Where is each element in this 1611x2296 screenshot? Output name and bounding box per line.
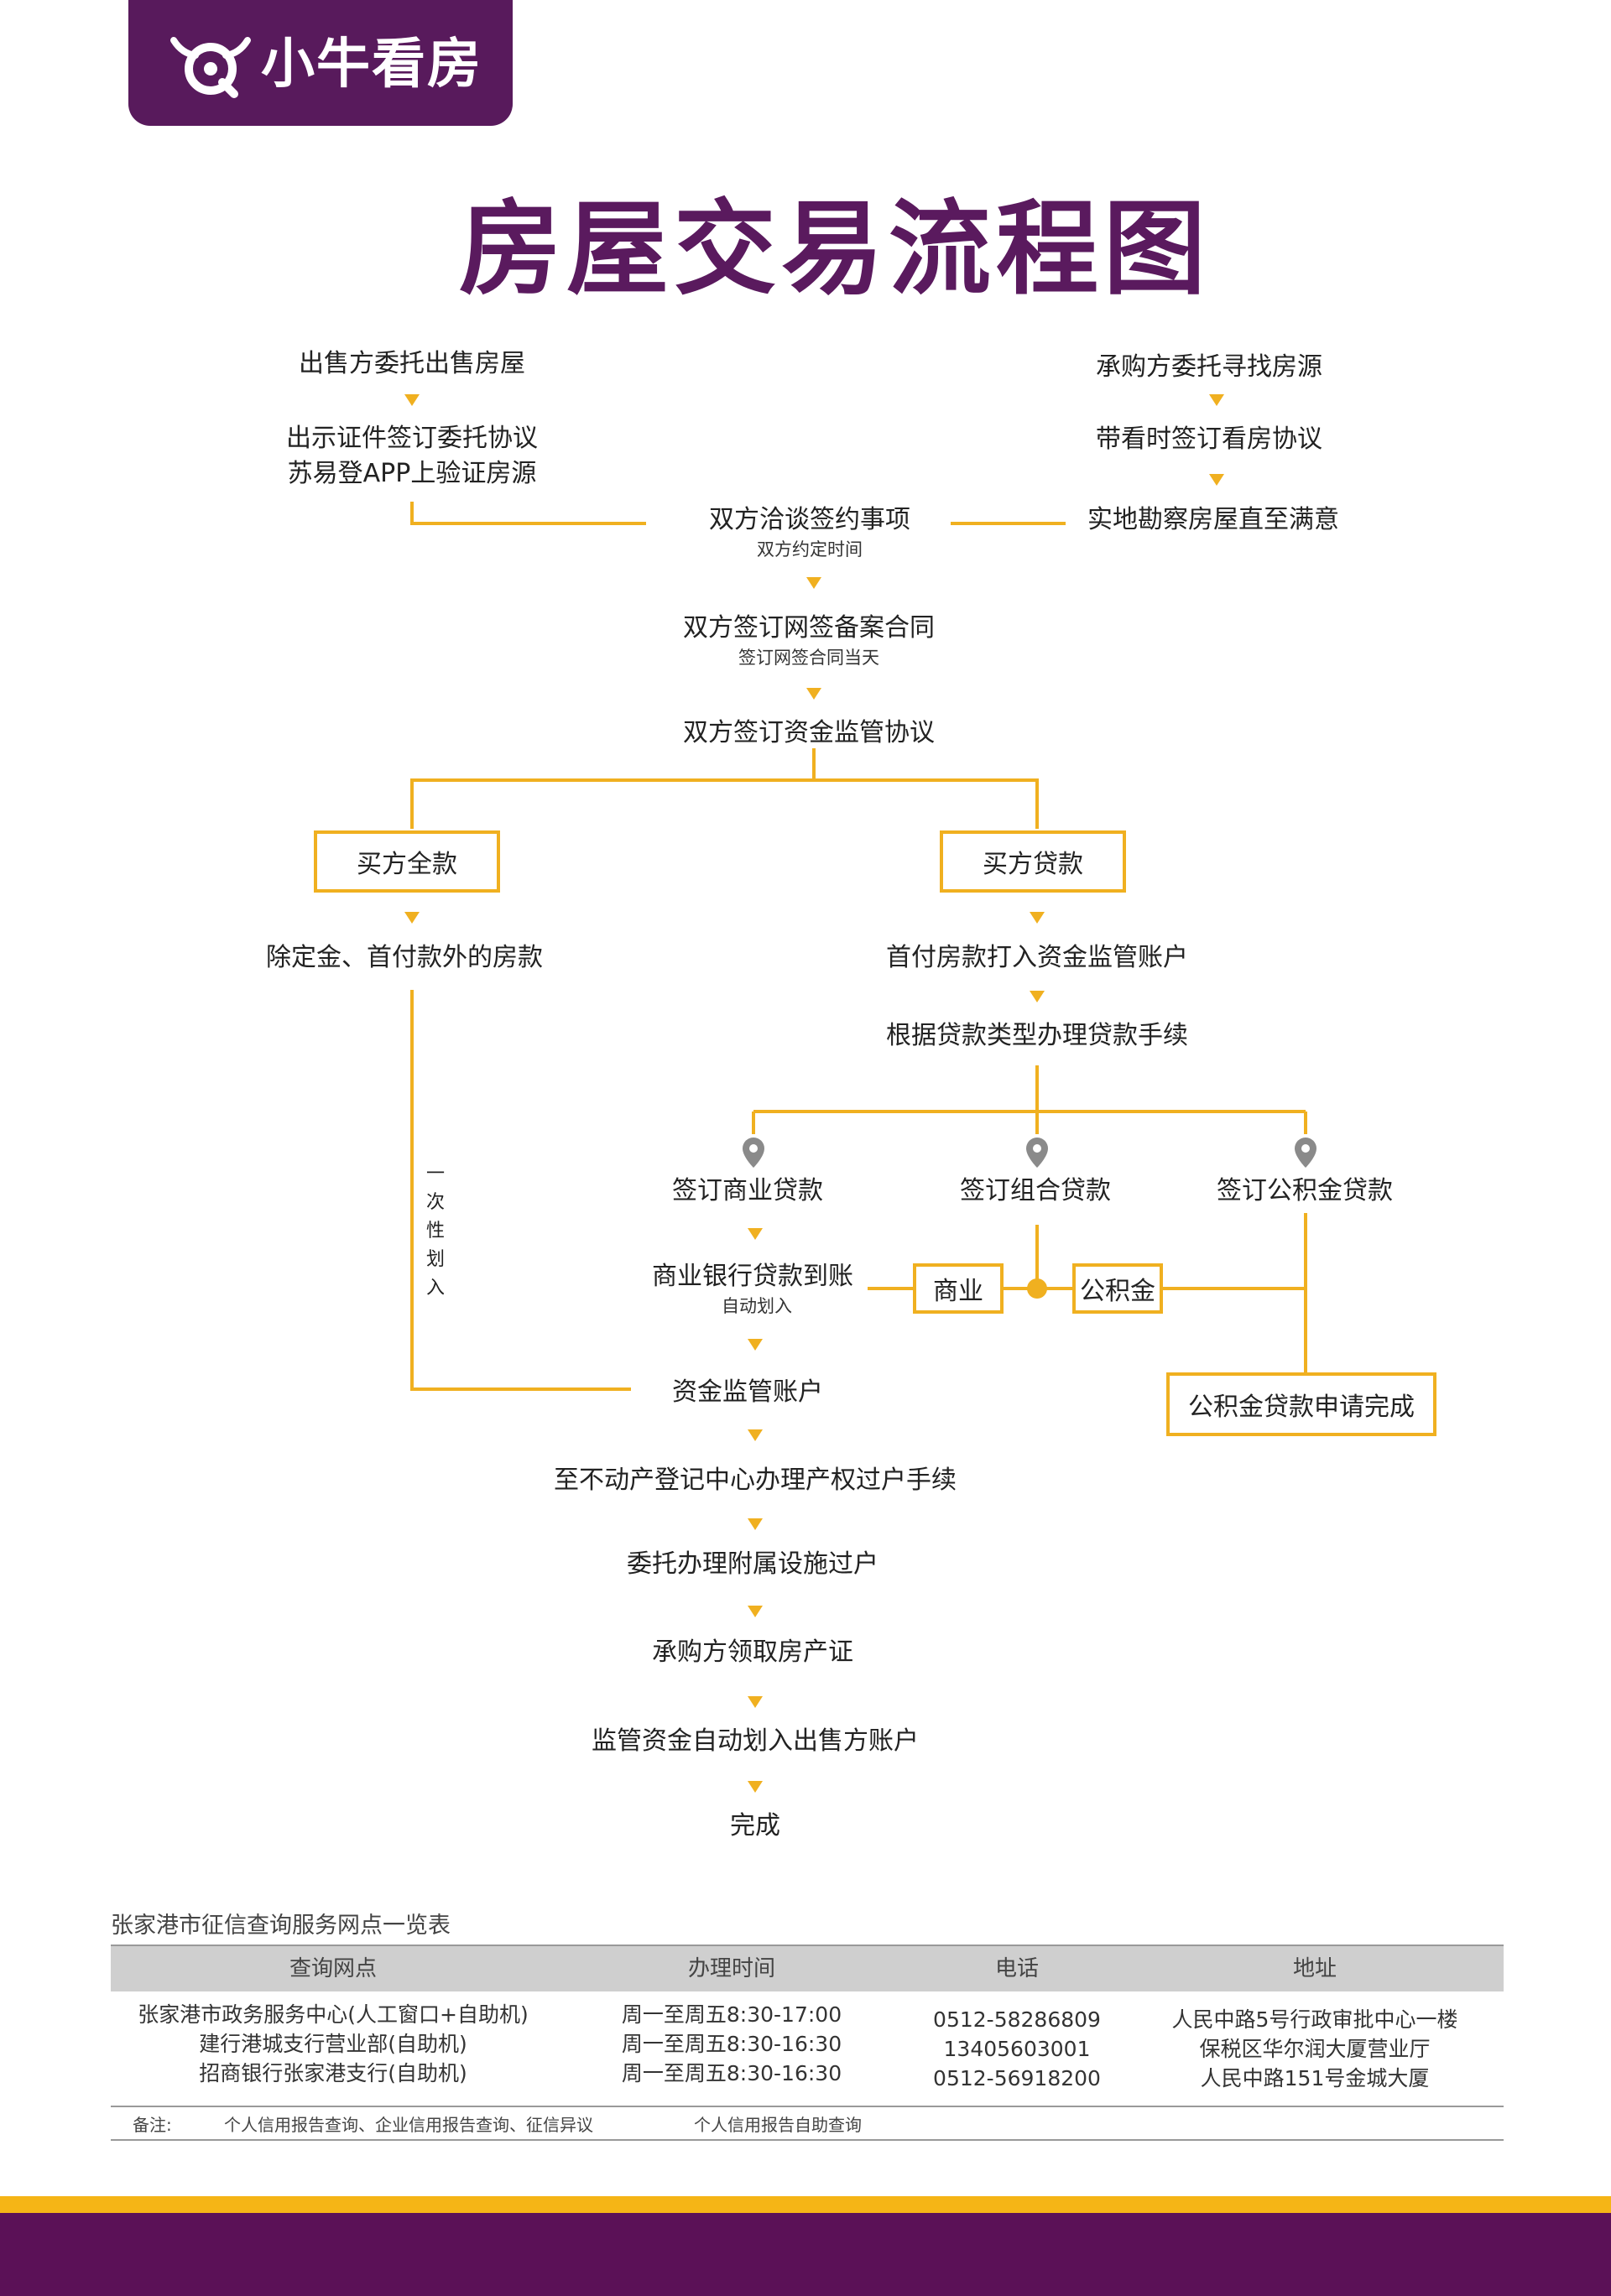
table-header: 查询网点 办理时间 电话 地址 bbox=[111, 1945, 1504, 1991]
table-cell: 0512-56918200 bbox=[933, 2066, 1101, 2090]
one-time-transfer-label: 一 次 性 划 入 bbox=[425, 1164, 445, 1299]
table-cell: 周一至周五8:30-17:00 bbox=[621, 2002, 842, 2027]
fund-box: 公积金 bbox=[1072, 1263, 1163, 1314]
table-cell: 周一至周五8:30-16:30 bbox=[621, 2032, 842, 2056]
fund-complete-box: 公积金贷款申请完成 bbox=[1166, 1372, 1436, 1436]
table-cell: 保税区华尔润大厦营业厅 bbox=[1199, 2037, 1431, 2061]
table-cell: 人民中路151号金城大厦 bbox=[1200, 2066, 1430, 2090]
buyer-step-1: 承购方委托寻找房源 bbox=[1096, 352, 1322, 382]
arrow-down-icon bbox=[1030, 912, 1045, 924]
arrow-down-icon bbox=[1209, 474, 1224, 486]
combo-junction-dot bbox=[1027, 1278, 1047, 1299]
facility-transfer: 委托办理附属设施过户 bbox=[627, 1549, 878, 1579]
online-contract: 双方签订网签备案合同 bbox=[683, 613, 935, 643]
table-cell: 0512-58286809 bbox=[933, 2007, 1101, 2032]
table-cell: 周一至周五8:30-16:30 bbox=[621, 2061, 842, 2085]
arrow-down-icon bbox=[748, 1339, 763, 1351]
arrow-down-icon bbox=[748, 1781, 763, 1793]
registration: 至不动产登记中心办理产权过户手续 bbox=[554, 1466, 957, 1495]
certificate: 承购方领取房产证 bbox=[652, 1637, 853, 1667]
bank-disburse: 商业银行贷款到账 bbox=[652, 1262, 853, 1291]
page-title: 房屋交易流程图 bbox=[459, 190, 1211, 309]
commercial-loan: 签订商业贷款 bbox=[672, 1176, 823, 1205]
brand-name: 小牛看房 bbox=[261, 34, 482, 96]
seller-step-2a: 出示证件签订委托协议 bbox=[286, 424, 538, 453]
arrow-down-icon bbox=[806, 577, 821, 589]
arrow-down-icon bbox=[748, 1429, 763, 1441]
col-sites: 张家港市政务服务中心(人工窗口+自助机) 建行港城支行营业部(自助机) 招商银行… bbox=[111, 2000, 555, 2101]
arrow-down-icon bbox=[1209, 394, 1224, 406]
escrow-agreement: 双方签订资金监管协议 bbox=[683, 718, 935, 747]
combo-loan: 签订组合贷款 bbox=[960, 1176, 1111, 1205]
note-text-2: 个人信用报告自助查询 bbox=[694, 2114, 862, 2135]
col-addresses: 人民中路5号行政审批中心一楼 保税区华尔润大厦营业厅 人民中路151号金城大厦 bbox=[1126, 2000, 1504, 2101]
done: 完成 bbox=[730, 1811, 780, 1840]
credit-inquiry-table: 查询网点 办理时间 电话 地址 张家港市政务服务中心(人工窗口+自助机) 建行港… bbox=[111, 1945, 1504, 2141]
auto-transfer: 自动划入 bbox=[722, 1296, 792, 1316]
table-body: 张家港市政务服务中心(人工窗口+自助机) 建行港城支行营业部(自助机) 招商银行… bbox=[111, 1991, 1504, 2101]
brand-logo: 小牛看房 bbox=[128, 0, 513, 126]
release-funds: 监管资金自动划入出售方账户 bbox=[592, 1726, 919, 1756]
table-cell: 13405603001 bbox=[943, 2037, 1091, 2061]
footer-bar bbox=[0, 2213, 1611, 2296]
commercial-box: 商业 bbox=[913, 1263, 1004, 1314]
loan-procedure: 根据贷款类型办理贷款手续 bbox=[886, 1021, 1188, 1050]
header-address: 地址 bbox=[1292, 1955, 1337, 1981]
full-step: 除定金、首付款外的房款 bbox=[266, 943, 543, 972]
full-payment-box: 买方全款 bbox=[314, 830, 500, 893]
seller-step-1: 出售方委托出售房屋 bbox=[299, 349, 525, 378]
buyer-step-3: 实地勘察房屋直至满意 bbox=[1087, 505, 1339, 534]
note-label: 备注: bbox=[133, 2114, 172, 2135]
arrow-down-icon bbox=[404, 394, 420, 406]
table-cell: 招商银行张家港支行(自助机) bbox=[199, 2061, 467, 2085]
table-cell: 人民中路5号行政审批中心一楼 bbox=[1171, 2007, 1458, 2032]
arrow-down-icon bbox=[748, 1228, 763, 1240]
table-cell: 建行港城支行营业部(自助机) bbox=[199, 2032, 467, 2056]
loan-payment-box: 买方贷款 bbox=[940, 830, 1126, 893]
arrow-down-icon bbox=[748, 1518, 763, 1530]
note-text-1: 个人信用报告查询、企业信用报告查询、征信异议 bbox=[224, 2114, 593, 2135]
table-title: 张家港市征信查询服务网点一览表 bbox=[111, 1913, 451, 1939]
table-note: 备注: 个人信用报告查询、企业信用报告查询、征信异议 个人信用报告自助查询 bbox=[111, 2106, 1504, 2141]
header-phone: 电话 bbox=[994, 1955, 1039, 1981]
bull-house-logo-icon bbox=[170, 37, 251, 98]
header-hours: 办理时间 bbox=[687, 1955, 775, 1981]
buyer-step-2: 带看时签订看房协议 bbox=[1096, 424, 1322, 454]
negotiate: 双方洽谈签约事项 bbox=[709, 505, 910, 534]
arrow-down-icon bbox=[1030, 991, 1045, 1002]
footer-stripe bbox=[0, 2196, 1611, 2213]
col-phones: 0512-58286809 13405603001 0512-56918200 bbox=[908, 2000, 1126, 2101]
arrow-down-icon bbox=[404, 912, 420, 924]
escrow-account: 资金监管账户 bbox=[672, 1377, 823, 1407]
online-contract-sub: 签订网签合同当天 bbox=[738, 648, 879, 668]
arrow-down-icon bbox=[748, 1696, 763, 1708]
col-hours: 周一至周五8:30-17:00 周一至周五8:30-16:30 周一至周五8:3… bbox=[555, 2000, 908, 2101]
seller-step-2b: 苏易登APP上验证房源 bbox=[287, 459, 537, 488]
table-cell: 张家港市政务服务中心(人工窗口+自助机) bbox=[138, 2002, 529, 2027]
arrow-down-icon bbox=[748, 1606, 763, 1617]
negotiate-sub: 双方约定时间 bbox=[757, 539, 863, 560]
arrow-down-icon bbox=[806, 688, 821, 700]
down-payment: 首付房款打入资金监管账户 bbox=[886, 943, 1188, 972]
flow-connectors bbox=[404, 394, 1316, 1793]
header-site: 查询网点 bbox=[289, 1955, 377, 1981]
fund-loan: 签订公积金贷款 bbox=[1217, 1176, 1393, 1205]
